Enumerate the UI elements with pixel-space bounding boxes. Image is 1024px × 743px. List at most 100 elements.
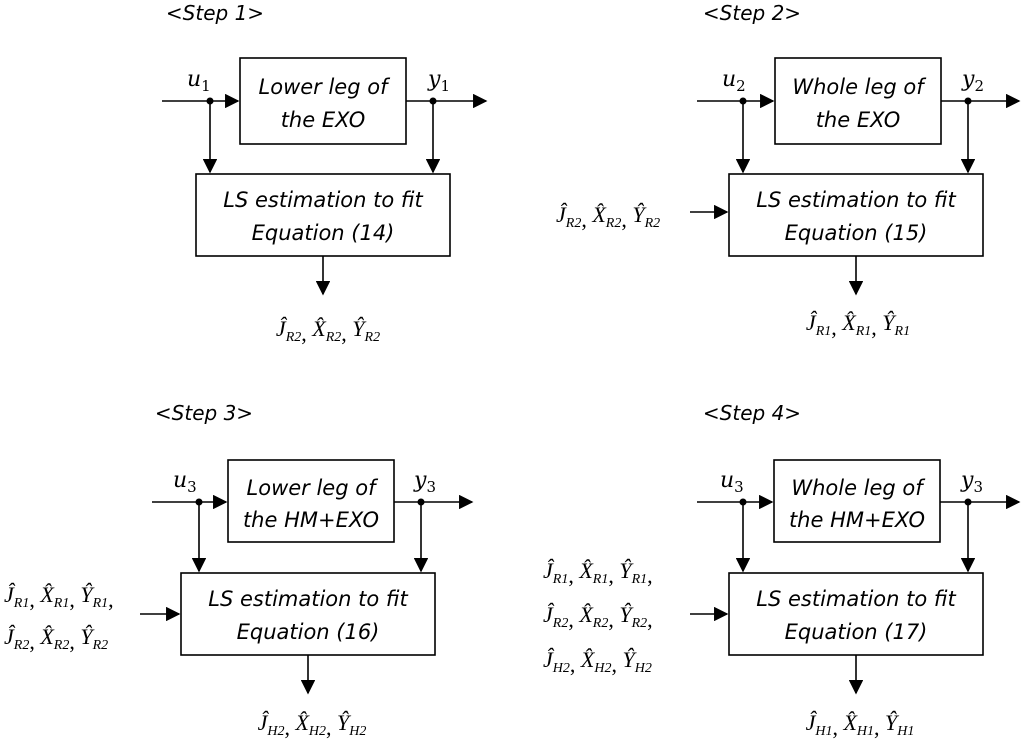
step-3-caption: <Step 3> xyxy=(155,401,253,425)
step-1-input-signal: u1 xyxy=(187,67,211,95)
step-1-panel: <Step 1> Lower leg of the EXO LS estimat… xyxy=(162,1,488,346)
step-2-estimated-parameters-subscript: R1 xyxy=(894,324,911,339)
step-1-estimated-parameters-symbol: Ĵ xyxy=(276,316,288,341)
step-2-estimated-parameters-separator: , xyxy=(871,315,882,340)
step-4-caption: <Step 4> xyxy=(703,401,801,425)
step-3-prior-parameters-line1: ĴR1, X̂R1, ŶR1, xyxy=(4,582,114,612)
step-1-estimated-parameters-symbol: X̂ xyxy=(311,316,327,341)
step-2-panel: <Step 2> Whole leg of the EXO LS estimat… xyxy=(556,1,1021,340)
step-3-estimated-parameters-symbol: Ĵ xyxy=(258,710,270,735)
step-3-prior-parameters-line1-symbol: X̂ xyxy=(39,582,55,607)
step-4-estimated-parameters: ĴH1, X̂H1, ŶH1 xyxy=(806,710,915,740)
step-4-prior-parameters-line2-separator: , xyxy=(568,607,579,632)
step-3-prior-parameters-line1-separator: , xyxy=(108,587,114,612)
step-2-estimated-parameters-subscript: R1 xyxy=(815,324,832,339)
step-4-input-signal: u3 xyxy=(720,468,744,496)
step-3-estimator-box xyxy=(180,572,436,656)
step-4-prior-parameters-line1-symbol: Ĵ xyxy=(543,558,555,583)
step-3-estimated-parameters-subscript: H2 xyxy=(348,724,366,739)
step-4-estimated-parameters-subscript: H1 xyxy=(896,724,914,739)
step-4-prior-parameters-line3-subscript: H2 xyxy=(593,661,611,676)
step-1-estimated-parameters-separator: , xyxy=(301,321,312,346)
step-4-estimated-parameters-symbol: Ĵ xyxy=(806,710,818,735)
step-2-caption: <Step 2> xyxy=(703,1,801,25)
step-4-estimated-parameters-symbol: Ŷ xyxy=(885,710,900,735)
step-2-estimated-parameters-separator: , xyxy=(831,315,842,340)
step-3-prior-parameters-line2-separator: , xyxy=(69,629,80,654)
step-1-output-junction xyxy=(429,97,437,105)
step-2-estimated-parameters: ĴR1, X̂R1, ŶR1 xyxy=(806,310,910,340)
step-2-prior-parameters-separator: , xyxy=(581,207,592,232)
step-3-prior-parameters-line1-subscript: R1 xyxy=(53,596,70,611)
step-4-estimator-box xyxy=(728,572,984,656)
step-4-output-junction xyxy=(964,498,972,506)
step-4-prior-parameters-line1-separator: , xyxy=(647,563,653,588)
step-2-prior-parameters-subscript: R2 xyxy=(644,216,661,231)
step-3-estimated-parameters-symbol: Ŷ xyxy=(337,710,352,735)
step-3-prior-parameters-line2-symbol: Ĵ xyxy=(4,624,16,649)
step-4-prior-parameters-line3-symbol: Ŷ xyxy=(622,647,637,672)
step-4-prior-parameters-line3-separator: , xyxy=(570,652,581,677)
step-4-prior-parameters-line2-subscript: R2 xyxy=(552,616,569,631)
step-3-prior-parameters-line2-subscript: R2 xyxy=(53,638,70,653)
step-3-prior-parameters-line2: ĴR2, X̂R2, ŶR2 xyxy=(4,624,108,654)
step-4-prior-parameters-line2-symbol: Ŷ xyxy=(619,602,634,627)
step-4-prior-parameters-line1-symbol: X̂ xyxy=(578,558,594,583)
step-3-plant-label-line1: Lower leg of xyxy=(247,476,380,500)
step-2-prior-parameters-symbol: Ŷ xyxy=(632,202,647,227)
step-4-prior-parameters-line3-subscript: H2 xyxy=(634,661,652,676)
step-4-plant-label-line1: Whole leg of xyxy=(791,476,926,500)
step-4-prior-parameters-line1: ĴR1, X̂R1, ŶR1, xyxy=(543,558,653,588)
step-3-input-signal: u3 xyxy=(173,468,197,496)
step-1-plant-label-line2: the EXO xyxy=(281,108,366,132)
step-3-estimated-parameters-separator: , xyxy=(284,715,295,740)
step-3-plant-label-line2: the HM+EXO xyxy=(243,508,379,532)
step-3-estimated-parameters-subscript: H2 xyxy=(266,724,284,739)
step-2-output-signal: y2 xyxy=(961,67,984,95)
step-3-plant-box xyxy=(227,459,395,543)
step-4-panel: <Step 4> Whole leg of the HM+EXO LS esti… xyxy=(543,401,1021,740)
step-4-estimated-parameters-separator: , xyxy=(874,715,885,740)
step-4-prior-parameters-line1-symbol: Ŷ xyxy=(619,558,634,583)
step-2-prior-parameters: ĴR2, X̂R2, ŶR2 xyxy=(556,202,660,232)
step-4-prior-parameters-line2-subscript: R2 xyxy=(592,616,609,631)
step-1-estimated-parameters-subscript: R2 xyxy=(285,330,302,345)
step-3-estimator-label-line1: LS estimation to fit xyxy=(208,587,408,611)
step-1-plant-label-line1: Lower leg of xyxy=(259,75,392,99)
step-2-estimated-parameters-symbol: X̂ xyxy=(841,310,857,335)
step-3-prior-parameters-line1-symbol: Ŷ xyxy=(80,582,95,607)
step-4-output-signal: y3 xyxy=(960,468,983,496)
step-2-input-junction xyxy=(739,97,747,105)
step-2-estimated-parameters-symbol: Ŷ xyxy=(882,310,897,335)
step-2-estimator-label-line2: Equation (15) xyxy=(785,221,928,245)
step-4-prior-parameters-line2-symbol: Ĵ xyxy=(543,602,555,627)
step-4-prior-parameters-line2-subscript: R2 xyxy=(631,616,648,631)
step-3-prior-parameters-line1-symbol: Ĵ xyxy=(4,582,16,607)
step-1-estimated-parameters-symbol: Ŷ xyxy=(352,316,367,341)
step-3-prior-parameters-line2-symbol: X̂ xyxy=(39,624,55,649)
step-2-estimator-label-line1: LS estimation to fit xyxy=(756,188,956,212)
step-4-prior-parameters-line1-subscript: R1 xyxy=(631,572,648,587)
step-4-prior-parameters-line3-separator: , xyxy=(611,652,622,677)
step-2-prior-parameters-separator: , xyxy=(621,207,632,232)
step-3-input-junction xyxy=(195,498,203,506)
step-1-output-signal: y1 xyxy=(427,67,450,95)
step-2-plant-label-line1: Whole leg of xyxy=(792,75,927,99)
step-4-estimator-label-line1: LS estimation to fit xyxy=(756,587,956,611)
step-3-estimated-parameters-separator: , xyxy=(326,715,337,740)
step-1-estimated-parameters-subscript: R2 xyxy=(364,330,381,345)
step-2-output-junction xyxy=(964,97,972,105)
step-3-estimated-parameters-symbol: X̂ xyxy=(294,710,310,735)
step-2-prior-parameters-symbol: Ĵ xyxy=(556,202,568,227)
step-4-prior-parameters-line2-symbol: X̂ xyxy=(578,602,594,627)
step-3-output-junction xyxy=(417,498,425,506)
step-1-input-junction xyxy=(206,97,214,105)
step-4-prior-parameters-line1-subscript: R1 xyxy=(552,572,569,587)
step-2-input-signal: u2 xyxy=(722,67,746,95)
step-1-estimated-parameters-separator: , xyxy=(341,321,352,346)
step-3-prior-parameters-line1-separator: , xyxy=(29,587,40,612)
step-2-prior-parameters-subscript: R2 xyxy=(605,216,622,231)
step-4-prior-parameters-line3-symbol: Ĵ xyxy=(543,647,555,672)
step-4-input-junction xyxy=(739,498,747,506)
